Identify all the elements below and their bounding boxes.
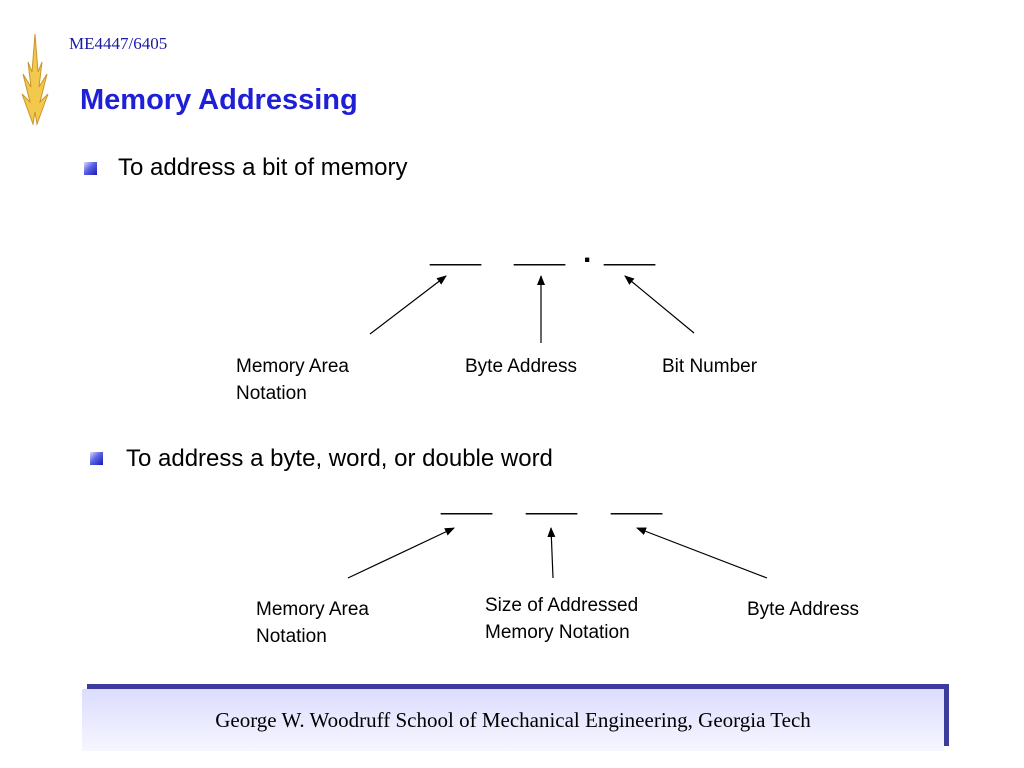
label-line: Notation — [236, 383, 307, 404]
blank-memory-area: ____ — [441, 489, 493, 515]
footer-banner — [82, 689, 944, 751]
bullet-bit-address: To address a bit of memory — [118, 154, 408, 181]
label-line: Memory Area — [256, 599, 369, 620]
label-memory-area-notation: Memory Area Notation — [236, 353, 349, 407]
course-code: ME4447/6405 — [69, 34, 168, 53]
blank-memory-area: ____ — [430, 240, 482, 266]
label-line: Size of Addressed — [485, 595, 639, 616]
bullet-byte-word-address: To address a byte, word, or double word — [126, 445, 553, 472]
arrow-size — [547, 527, 556, 579]
arrow-memory-area — [369, 275, 447, 335]
blank-size: ____ — [526, 489, 578, 515]
bullet-marker — [90, 452, 103, 465]
blank-byte-address: ____ — [611, 489, 663, 515]
label-byte-address: Byte Address — [465, 356, 577, 377]
footer-text: George W. Woodruff School of Mechanical … — [215, 708, 811, 732]
label-line: Memory Area — [236, 356, 349, 377]
slide-title: Memory Addressing — [80, 84, 358, 116]
label-memory-area-notation: Memory Area Notation — [256, 596, 369, 650]
label-line: Notation — [256, 626, 327, 647]
arrow-bit-number — [624, 275, 695, 334]
bit-separator-dot: . — [583, 236, 592, 269]
gt-logo-icon — [21, 33, 49, 126]
bullet-marker — [84, 162, 97, 175]
label-size-notation: Size of Addressed Memory Notation — [485, 592, 638, 646]
label-byte-address: Byte Address — [747, 599, 859, 620]
blank-byte-address: ____ — [514, 240, 566, 266]
label-line: Memory Notation — [485, 622, 630, 643]
blank-bit-number: ____ — [604, 240, 656, 266]
label-bit-number: Bit Number — [662, 356, 758, 377]
arrow-byte-address — [636, 527, 768, 579]
arrow-memory-area — [347, 527, 455, 579]
